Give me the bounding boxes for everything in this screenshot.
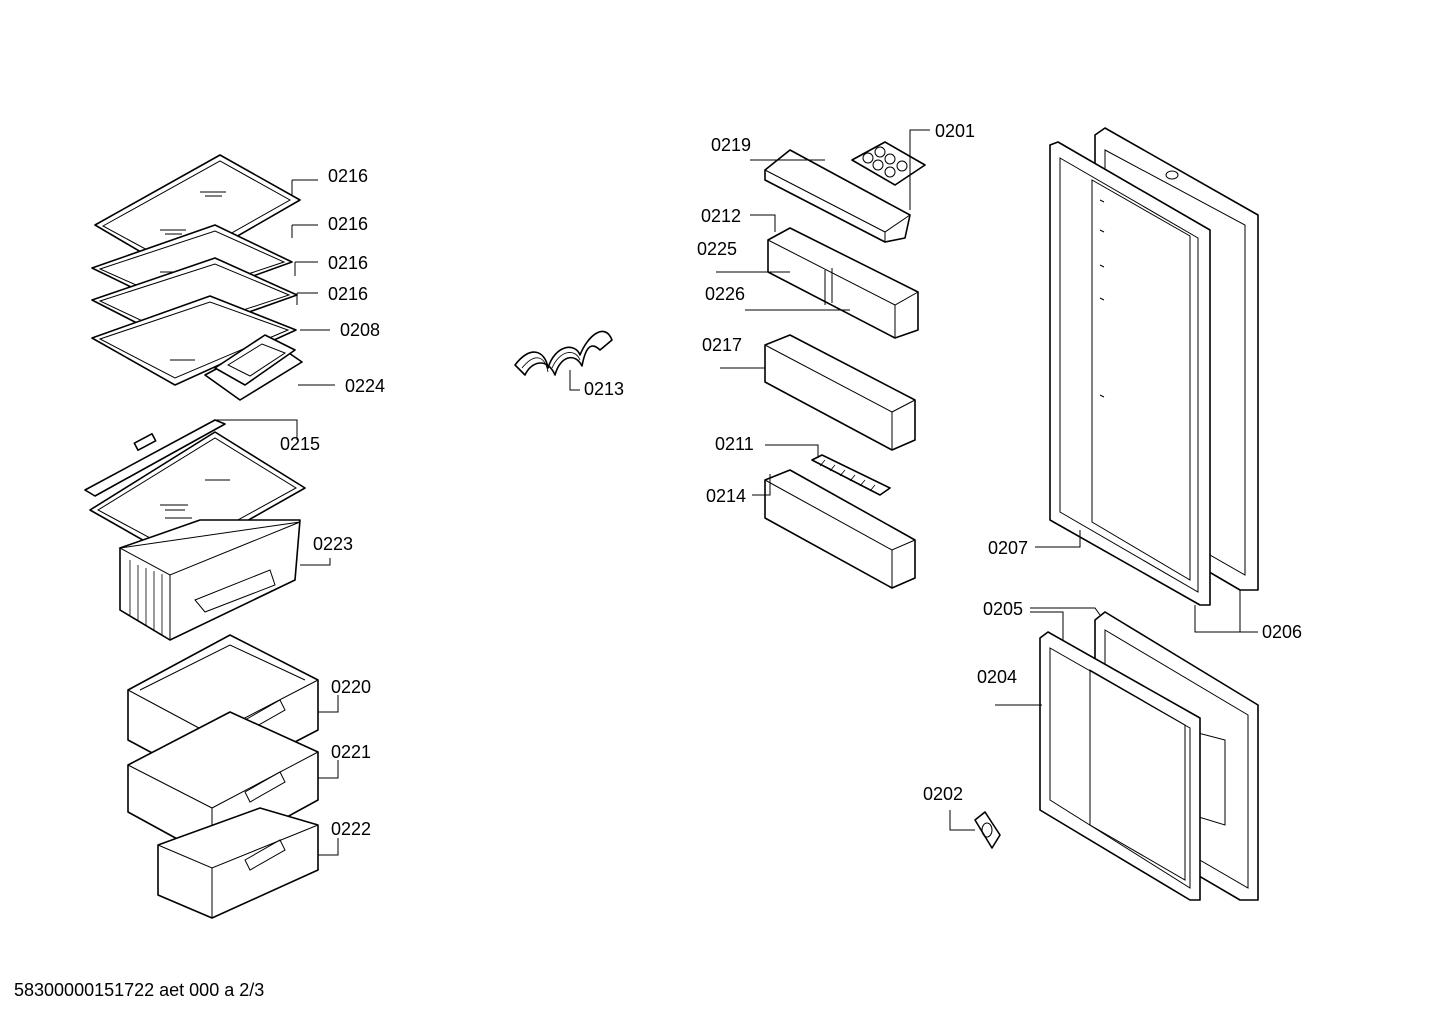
part-label-0211: 0211	[715, 434, 754, 454]
bottle-divider-0211	[811, 454, 891, 496]
part-label-0206: 0206	[1262, 622, 1303, 642]
leader-lines	[215, 129, 1258, 856]
part-label-0216: 0216	[328, 284, 369, 304]
freezer-gasket-0204	[1039, 631, 1201, 901]
part-label-0208: 0208	[340, 320, 381, 340]
part-label-0221: 0221	[331, 742, 372, 762]
part-label-0201: 0201	[935, 121, 976, 141]
part-label-0207: 0207	[988, 538, 1029, 558]
door-bin-0214	[764, 469, 916, 589]
part-label-0220: 0220	[331, 677, 372, 697]
document-code: 58300000151722 aet 000 a 2/3	[14, 980, 265, 1000]
drawer-0222	[157, 807, 319, 919]
part-label-0216: 0216	[328, 166, 369, 186]
part-label-0216: 0216	[328, 214, 369, 234]
part-label-0225: 0225	[697, 239, 738, 259]
part-label-0223: 0223	[313, 534, 354, 554]
part-label-0215: 0215	[280, 434, 321, 454]
part-label-0214: 0214	[706, 486, 747, 506]
door-bin-0212	[767, 227, 919, 339]
glass-shelf-0216-fourth	[91, 295, 297, 386]
part-label-0212: 0212	[701, 206, 742, 226]
door-gasket-0207	[1049, 141, 1211, 606]
part-label-0204: 0204	[977, 667, 1018, 687]
egg-tray-0201	[851, 141, 926, 186]
part-label-0224: 0224	[345, 376, 386, 396]
part-label-0219: 0219	[711, 135, 752, 155]
door-bin-0217	[764, 334, 916, 451]
part-label-0205: 0205	[983, 599, 1024, 619]
crisper-drawer-0223	[118, 519, 301, 641]
control-knob-0202	[974, 811, 1001, 849]
part-label-0216: 0216	[328, 253, 369, 273]
bottle-rack-0208-0224	[204, 334, 303, 401]
door-shelf-0219	[764, 149, 911, 243]
part-label-0226: 0226	[705, 284, 746, 304]
bottle-holder-0213	[514, 330, 613, 376]
part-label-0217: 0217	[702, 335, 743, 355]
part-label-0213: 0213	[584, 379, 625, 399]
part-label-0222: 0222	[331, 819, 372, 839]
part-label-0202: 0202	[923, 784, 964, 804]
